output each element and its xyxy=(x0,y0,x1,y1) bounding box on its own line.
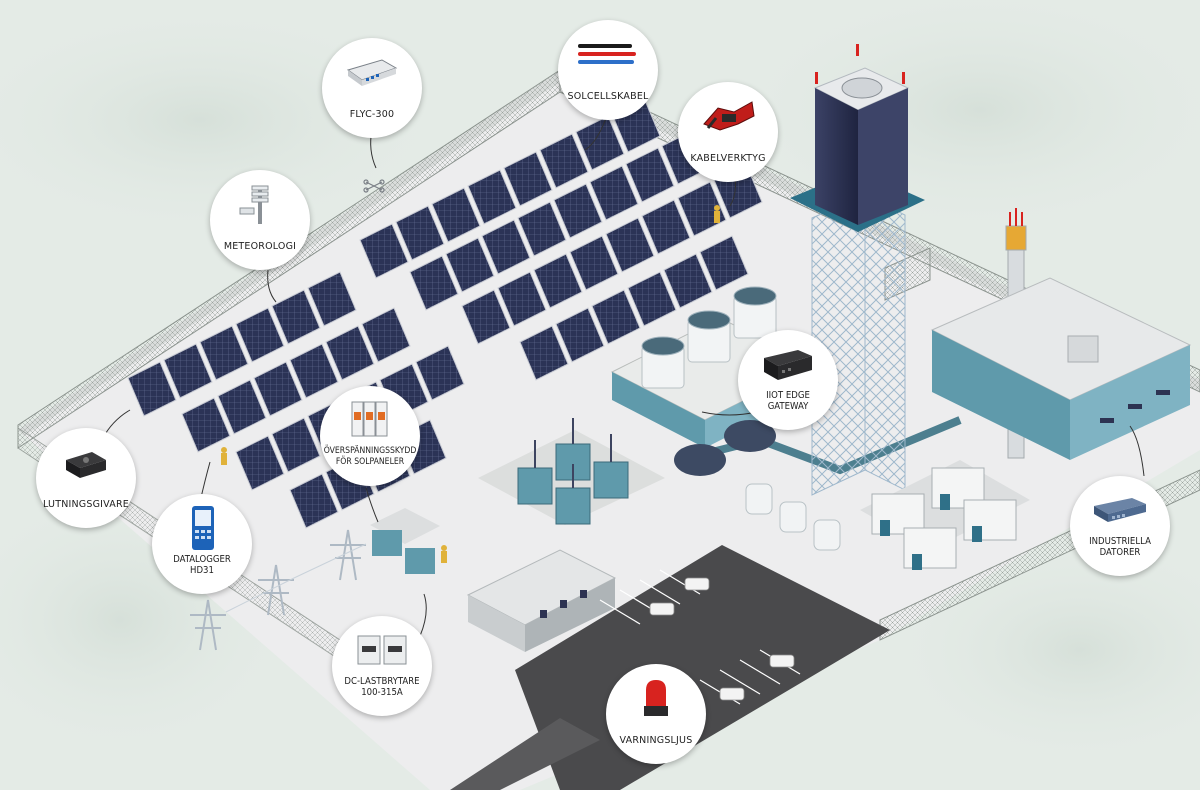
solar-panel xyxy=(627,271,677,327)
solar-panel xyxy=(589,165,639,221)
callout-label-line2: HD31 xyxy=(190,565,214,576)
callout-meteorologi[interactable]: METEOROLOGI xyxy=(210,170,310,270)
solar-panel xyxy=(359,223,409,279)
callout-label: VARNINGSLJUS xyxy=(619,735,693,746)
cable-tool-icon xyxy=(703,101,755,131)
warning-light-icon xyxy=(644,680,668,716)
callout-label: FLYC-300 xyxy=(349,109,395,120)
solar-panel xyxy=(553,183,603,239)
solar-panel xyxy=(699,235,749,291)
solar-panel xyxy=(361,307,411,363)
solar-panel xyxy=(497,271,547,327)
callout-overspanningsskydd[interactable]: ÖVERSPÄNNINGSSKYDD FÖR SOLPANELER xyxy=(320,386,420,486)
solar-panel xyxy=(591,289,641,345)
callout-label-line1: IIOT EDGE xyxy=(766,390,810,401)
power-pylons xyxy=(190,529,367,651)
solar-panel xyxy=(415,345,465,401)
solar-panel xyxy=(325,325,375,381)
callout-industriella-datorer[interactable]: INDUSTRIELLA DATORER xyxy=(1070,476,1170,576)
solar-panel xyxy=(461,289,511,345)
solar-panel xyxy=(181,397,231,453)
solar-panel xyxy=(625,147,675,203)
callout-iiot-edge-gateway[interactable]: IIOT EDGE GATEWAY xyxy=(738,330,838,430)
solar-panel-array xyxy=(127,97,763,529)
office-building xyxy=(466,549,617,652)
solar-panel xyxy=(289,343,339,399)
solar-panel xyxy=(163,343,213,399)
solar-panel xyxy=(235,307,285,363)
solar-panel xyxy=(409,255,459,311)
central-tower xyxy=(790,44,925,496)
solar-panel xyxy=(289,473,339,529)
solar-panel xyxy=(555,307,605,363)
callout-kabelverktyg[interactable]: KABELVERKTYG xyxy=(678,82,778,182)
callout-datalogger-hd31[interactable]: DATALOGGER HD31 xyxy=(152,494,252,594)
workers xyxy=(221,205,720,563)
solar-panel xyxy=(539,133,589,189)
callout-label-line2: 100-315A xyxy=(361,687,403,698)
solar-panel xyxy=(517,201,567,257)
solar-panel xyxy=(605,217,655,273)
substation xyxy=(478,418,665,525)
mini-pc-icon xyxy=(346,59,398,86)
solar-panel xyxy=(467,169,517,225)
weather-station-icon xyxy=(239,185,269,224)
solar-panel xyxy=(481,219,531,275)
callout-varningsljus[interactable]: VARNINGSLJUS xyxy=(606,664,706,764)
solar-panel xyxy=(569,235,619,291)
callout-label-line1: INDUSTRIELLA xyxy=(1089,536,1151,547)
callout-label-line2: GATEWAY xyxy=(767,401,809,412)
inverter-station xyxy=(370,508,440,574)
industrial-pc-icon xyxy=(1094,498,1146,522)
callout-label-line1: ÖVERSPÄNNINGSSKYDD xyxy=(323,446,417,456)
battery-storage xyxy=(860,460,1030,570)
solar-panel xyxy=(217,379,267,435)
solar-panel xyxy=(127,361,177,417)
solar-panel xyxy=(641,199,691,255)
callout-label-line1: DC-LASTBRYTARE xyxy=(344,676,420,687)
factory-building xyxy=(930,277,1192,460)
solar-panel xyxy=(199,325,249,381)
callout-label-line1: DATALOGGER xyxy=(173,554,231,565)
callout-solcellskabel[interactable]: SOLCELLSKABEL xyxy=(558,20,658,120)
drone-icon xyxy=(363,179,385,193)
callout-flyc-300[interactable]: FLYC-300 xyxy=(322,38,422,138)
solar-panel xyxy=(271,289,321,345)
callout-lutningsgivare[interactable]: LUTNINGSGIVARE xyxy=(36,428,136,528)
solar-panel xyxy=(533,253,583,309)
dc-switch-icon xyxy=(357,635,407,665)
solar-panel xyxy=(431,187,481,243)
callout-label: KABELVERKTYG xyxy=(690,153,766,164)
solar-panel xyxy=(663,253,713,309)
solar-panel xyxy=(575,115,625,171)
tilt-sensor-icon xyxy=(66,452,106,478)
solar-panel xyxy=(519,325,569,381)
solar-panel xyxy=(307,271,357,327)
solar-panel xyxy=(235,435,285,491)
surge-protector-icon xyxy=(351,401,388,437)
solar-panel xyxy=(395,205,445,261)
gateway-icon xyxy=(764,350,812,380)
callout-label: SOLCELLSKABEL xyxy=(567,91,649,102)
solar-panel xyxy=(445,237,495,293)
solar-panel xyxy=(271,417,321,473)
callout-label-line2: DATORER xyxy=(1099,547,1141,558)
callout-label: LUTNINGSGIVARE xyxy=(43,499,129,510)
datalogger-icon xyxy=(192,506,214,550)
solar-panel xyxy=(503,151,553,207)
callout-dc-lastbrytare[interactable]: DC-LASTBRYTARE 100-315A xyxy=(332,616,432,716)
cable-icon xyxy=(578,44,636,64)
callout-label: METEOROLOGI xyxy=(223,241,297,252)
callout-label-line2: FÖR SOLPANELER xyxy=(335,457,405,467)
solar-panel xyxy=(253,361,303,417)
